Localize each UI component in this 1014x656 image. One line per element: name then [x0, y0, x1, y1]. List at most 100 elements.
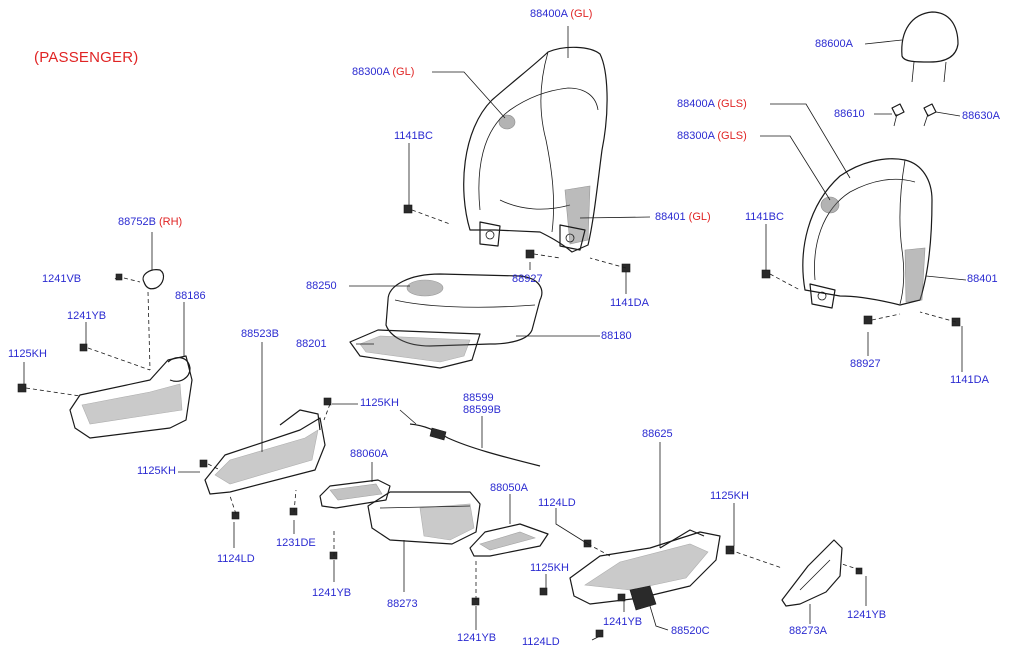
part-number: 88600A: [815, 38, 853, 50]
part-label-1125kh-rail: 1125KH: [137, 465, 176, 478]
part-number: 88180: [601, 330, 632, 342]
part-number: 88201: [296, 338, 327, 350]
part-number: 1125KH: [530, 562, 569, 574]
part-number: 1241YB: [312, 587, 352, 599]
part-label-1241yb-cover: 1241YB: [847, 609, 886, 622]
assembly-lines: [25, 209, 957, 600]
cable-88599: [409, 423, 541, 467]
part-number: 1141BC: [745, 211, 784, 223]
part-label-88273: 88273: [387, 598, 418, 611]
part-label-88599: 88599: [463, 392, 494, 405]
part-label-88180: 88180: [601, 330, 632, 343]
part-number: 1141BC: [394, 130, 433, 142]
part-label-88273a: 88273A: [789, 625, 827, 638]
part-number: 1124LD: [217, 553, 255, 565]
part-number: 88300A: [352, 66, 390, 78]
part-label-88201: 88201: [296, 338, 327, 351]
seat-back-gls: [802, 158, 933, 309]
tray-88273: [367, 491, 481, 545]
part-number: 88625: [642, 428, 673, 440]
part-variant: (GLS): [717, 98, 747, 110]
part-label-88630a: 88630A: [962, 110, 1000, 123]
part-number: 1124LD: [538, 497, 576, 509]
part-number: 1141DA: [950, 374, 989, 386]
part-label-1141bc-gls: 1141BC: [745, 211, 784, 224]
part-label-1125kh-track: 1125KH: [360, 397, 399, 410]
part-label-88752b: 88752B (RH): [118, 216, 182, 229]
headrest: [891, 11, 959, 127]
part-number: 88401: [967, 273, 998, 285]
part-label-1241yb-upper: 1241YB: [67, 310, 106, 323]
part-label-1125kh-right: 1125KH: [710, 490, 749, 503]
part-label-1141da-gls: 1141DA: [950, 374, 989, 387]
part-number: 1125KH: [8, 348, 47, 360]
fasteners: [17, 204, 961, 638]
part-number: 1125KH: [137, 465, 176, 477]
part-label-1124ld-left: 1124LD: [217, 553, 255, 566]
part-label-1125kh-left: 1125KH: [8, 348, 47, 361]
part-label-88523b: 88523B: [241, 328, 279, 341]
part-label-88300a-gls: 88300A (GLS): [677, 130, 747, 143]
part-variant: (GL): [570, 8, 593, 20]
part-number: 88400A: [677, 98, 715, 110]
part-number: 1241YB: [603, 616, 643, 628]
diagram-title: (PASSENGER): [34, 49, 139, 66]
part-label-88520c: 88520C: [671, 625, 710, 638]
part-label-1125kh-lower: 1125KH: [530, 562, 569, 575]
part-number: 88250: [306, 280, 337, 292]
part-label-88610: 88610: [834, 108, 865, 121]
part-number: 88400A: [530, 8, 568, 20]
part-number: 1141DA: [610, 297, 649, 309]
part-number: 1241YB: [847, 609, 887, 621]
seat-track-88625: [569, 529, 721, 611]
part-number: 1241YB: [457, 632, 497, 644]
part-label-88401-gls: 88401: [967, 273, 998, 286]
part-variant: (GL): [688, 211, 711, 223]
part-number: 88401: [655, 211, 686, 223]
part-number: 88752B: [118, 216, 156, 228]
part-label-1141bc-gl: 1141BC: [394, 130, 433, 143]
part-number: 88630A: [962, 110, 1000, 122]
part-number: 88050A: [490, 482, 528, 494]
part-number: 88060A: [350, 448, 388, 460]
part-number: 88186: [175, 290, 206, 302]
part-number: 88273A: [789, 625, 827, 637]
part-label-1241yb-center: 1241YB: [457, 632, 496, 645]
part-label-88927-gl: 88927: [512, 273, 543, 286]
part-number: 88520C: [671, 625, 710, 637]
part-number: 88927: [850, 358, 881, 370]
part-label-88625: 88625: [642, 428, 673, 441]
part-label-1241vb: 1241VB: [42, 273, 81, 286]
part-label-88250: 88250: [306, 280, 337, 293]
part-number: 88610: [834, 108, 865, 120]
part-number: 88300A: [677, 130, 715, 142]
part-number: 88599: [463, 392, 494, 404]
part-label-1231de: 1231DE: [276, 537, 316, 550]
part-label-1124ld-lower: 1124LD: [522, 636, 560, 649]
leader-lines: [23, 26, 967, 641]
part-number: 88599B: [463, 404, 501, 416]
part-label-88300a-gl: 88300A (GL): [352, 66, 414, 79]
part-variant: (GLS): [717, 130, 747, 142]
bracket-88050a: [469, 523, 549, 557]
part-number: 1124LD: [522, 636, 560, 648]
part-label-1141da-gl: 1141DA: [610, 297, 649, 310]
part-number: 1231DE: [276, 537, 316, 549]
part-variant: (GL): [392, 66, 415, 78]
seat-track-88523b: [204, 409, 326, 495]
part-label-88401-gl: 88401 (GL): [655, 211, 711, 224]
side-shield-88186: [69, 269, 193, 439]
part-number: 88927: [512, 273, 543, 285]
part-variant: (RH): [159, 216, 183, 228]
part-number: 88273: [387, 598, 418, 610]
part-label-88927-gls: 88927: [850, 358, 881, 371]
part-number: 1125KH: [710, 490, 749, 502]
seat-back-gl: [463, 46, 608, 253]
cover-88273a: [781, 539, 843, 607]
part-label-1124ld-upper: 1124LD: [538, 497, 576, 510]
part-label-88400a-gls: 88400A (GLS): [677, 98, 747, 111]
part-label-88599b: 88599B: [463, 404, 501, 417]
bracket-88060a: [319, 479, 391, 509]
part-number: 1241VB: [42, 273, 82, 285]
part-label-1241yb-left: 1241YB: [312, 587, 351, 600]
